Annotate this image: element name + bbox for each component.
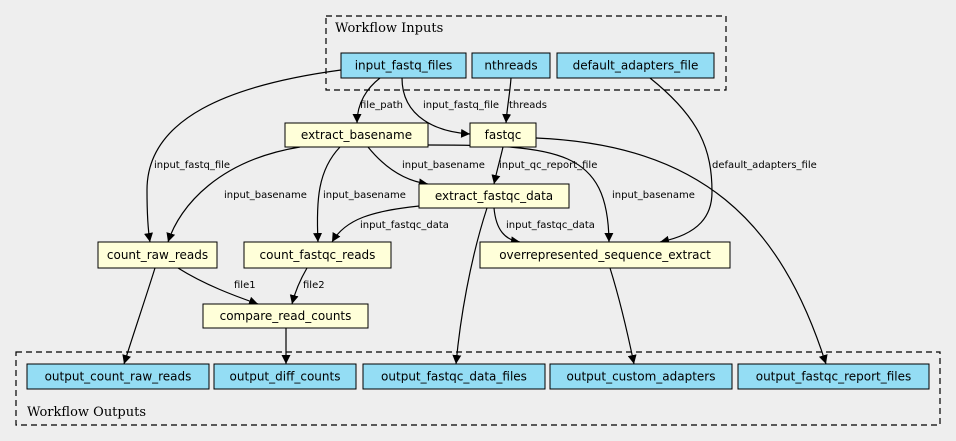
edges: file_path input_fastq_file threads input… xyxy=(122,69,828,365)
edge-overrepresented-to-output-custom-adapters xyxy=(609,267,637,365)
cluster-workflow-outputs: Workflow Outputs xyxy=(15,351,941,426)
node-compare-read-counts[interactable]: compare_read_counts xyxy=(202,303,369,329)
edge-extract-fastqc-data-to-output-fastqc-data xyxy=(452,207,488,365)
edge-input-fastq-to-count-raw-reads: input_fastq_file xyxy=(144,69,342,243)
node-label: input_fastq_files xyxy=(355,59,453,73)
edge-extract-fastqc-data-to-count-fastqc-reads: input_fastqc_data xyxy=(331,204,449,243)
node-label: nthreads xyxy=(484,59,537,73)
node-input-fastq-files[interactable]: input_fastq_files xyxy=(340,52,467,79)
node-overrepresented-sequence-extract[interactable]: overrepresented_sequence_extract xyxy=(479,241,731,269)
node-label: count_raw_reads xyxy=(107,248,208,262)
node-nthreads[interactable]: nthreads xyxy=(471,52,551,79)
node-count-raw-reads[interactable]: count_raw_reads xyxy=(97,241,218,269)
edge-label-input-basename-4: input_basename xyxy=(612,190,695,201)
edge-label-input-basename-2: input_basename xyxy=(323,190,406,201)
edge-label-threads: threads xyxy=(509,100,547,111)
edge-label-file-path: file_path xyxy=(360,100,403,111)
node-label: output_fastqc_data_files xyxy=(381,370,527,384)
node-extract-fastqc-data[interactable]: extract_fastqc_data xyxy=(418,183,570,209)
node-count-fastqc-reads[interactable]: count_fastqc_reads xyxy=(243,241,392,269)
node-label: output_count_raw_reads xyxy=(45,370,192,384)
node-fastqc[interactable]: fastqc xyxy=(469,122,537,148)
node-default-adapters-file[interactable]: default_adapters_file xyxy=(556,52,715,79)
edge-count-raw-reads-to-compare: file1 xyxy=(177,267,259,306)
node-label: count_fastqc_reads xyxy=(260,248,376,262)
edge-extract-basename-to-extract-fastqc-data: input_basename xyxy=(367,146,485,188)
node-label: overrepresented_sequence_extract xyxy=(499,248,711,262)
edge-label-file1: file1 xyxy=(234,280,256,291)
edge-input-fastq-to-extract-basename: file_path xyxy=(352,77,403,124)
node-label: compare_read_counts xyxy=(220,309,352,323)
node-label: extract_fastqc_data xyxy=(435,189,553,203)
node-output-fastqc-report-files[interactable]: output_fastqc_report_files xyxy=(737,363,930,390)
node-output-count-raw-reads[interactable]: output_count_raw_reads xyxy=(26,363,210,390)
edge-default-adapters-to-overrepresented: default_adapters_file xyxy=(649,77,817,245)
node-output-diff-counts[interactable]: output_diff_counts xyxy=(213,363,357,390)
node-label: default_adapters_file xyxy=(573,59,699,73)
edge-label-input-qc-report-file: input_qc_report_file xyxy=(499,160,597,171)
edge-nthreads-to-fastqc: threads xyxy=(502,77,547,124)
node-label: fastqc xyxy=(485,128,522,142)
edge-count-fastqc-reads-to-compare: file2 xyxy=(289,267,325,305)
node-extract-basename[interactable]: extract_basename xyxy=(284,122,429,148)
edge-fastqc-to-extract-fastqc-data: input_qc_report_file xyxy=(491,146,597,185)
cluster-workflow-inputs: Workflow Inputs xyxy=(325,15,727,91)
edge-count-raw-reads-to-output xyxy=(122,267,156,365)
edge-label-file2: file2 xyxy=(303,280,325,291)
edge-label-input-fastq-file: input_fastq_file xyxy=(423,100,499,111)
node-label: output_custom_adapters xyxy=(567,370,716,384)
node-label: output_fastqc_report_files xyxy=(756,370,912,384)
edge-label-input-fastq-file-2: input_fastq_file xyxy=(154,160,230,171)
edge-extract-basename-to-count-raw-reads: input_basename xyxy=(166,146,307,243)
edge-label-default-adapters-file: default_adapters_file xyxy=(712,160,817,171)
edge-label-input-fastqc-data-2: input_fastqc_data xyxy=(506,220,595,231)
node-output-fastqc-data-files[interactable]: output_fastqc_data_files xyxy=(362,363,546,390)
edge-label-input-basename-3: input_basename xyxy=(402,160,485,171)
node-label: output_diff_counts xyxy=(230,370,341,384)
edge-input-fastq-to-fastqc: input_fastq_file xyxy=(401,77,499,138)
node-label: extract_basename xyxy=(301,128,412,142)
edge-extract-basename-to-count-fastqc-reads: input_basename xyxy=(313,146,406,243)
edge-label-input-basename-1: input_basename xyxy=(224,190,307,201)
node-output-custom-adapters[interactable]: output_custom_adapters xyxy=(549,363,733,390)
cluster-outputs-label: Workflow Outputs xyxy=(27,405,146,420)
edge-fastqc-to-output-fastqc-report xyxy=(535,137,828,365)
edge-extract-fastqc-data-to-overrepresented: input_fastqc_data xyxy=(493,207,595,246)
edge-label-input-fastqc-data-1: input_fastqc_data xyxy=(360,220,449,231)
cluster-inputs-label: Workflow Inputs xyxy=(335,21,443,36)
